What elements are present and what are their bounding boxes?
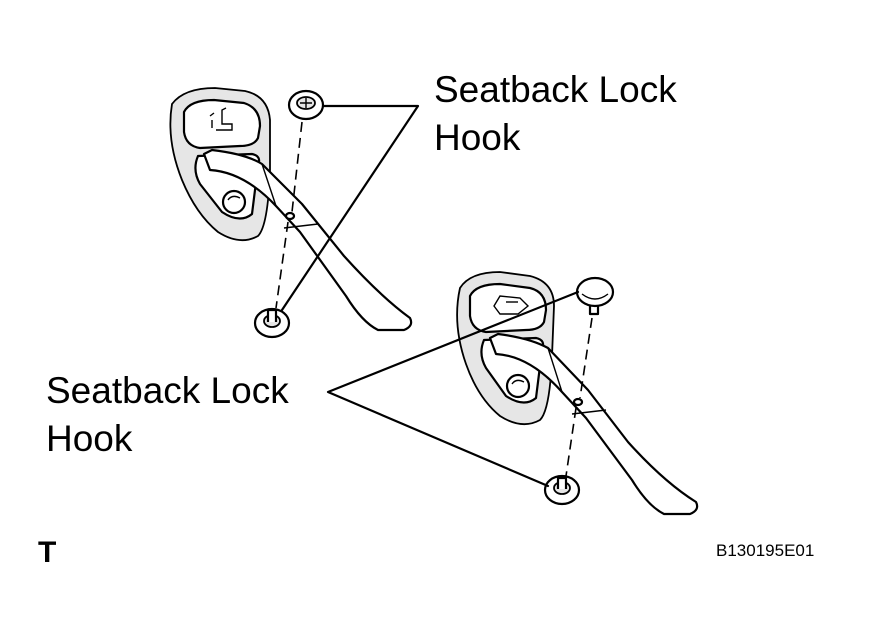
lower-seat-icon bbox=[493, 295, 530, 315]
upper-callout-line-1: Seatback Lock bbox=[434, 69, 677, 110]
upper-callout-label: Seatback Lock Hook bbox=[434, 66, 677, 162]
upper-callout-leaders bbox=[280, 104, 420, 312]
lower-lever-assembly bbox=[456, 271, 699, 516]
lower-callout-line-1: Seatback Lock bbox=[46, 370, 289, 411]
upper-lever-assembly bbox=[169, 87, 413, 339]
lower-escutcheon-panel bbox=[468, 282, 548, 334]
section-letter: T bbox=[38, 536, 57, 569]
seat-recline-icon bbox=[209, 107, 233, 131]
upper-clip-hole bbox=[284, 211, 296, 221]
upper-pivot-boss bbox=[221, 189, 247, 215]
lower-lever bbox=[488, 332, 699, 516]
upper-seatback-lock-hook-bottom bbox=[253, 307, 291, 339]
lower-seatback-lock-hook-top bbox=[575, 276, 615, 316]
figure-code: B130195E01 bbox=[716, 541, 815, 560]
lower-callout-label: Seatback Lock Hook bbox=[46, 367, 289, 463]
upper-seatback-lock-hook-top bbox=[287, 89, 325, 121]
lower-callout-leaders bbox=[326, 290, 580, 488]
lower-pivot-boss bbox=[505, 373, 531, 399]
lower-clip-hole bbox=[572, 397, 584, 407]
upper-lever bbox=[202, 148, 413, 332]
upper-callout-line-2: Hook bbox=[434, 117, 521, 158]
lower-callout-line-2: Hook bbox=[46, 418, 133, 459]
lower-seatback-lock-hook-bottom bbox=[543, 474, 581, 506]
